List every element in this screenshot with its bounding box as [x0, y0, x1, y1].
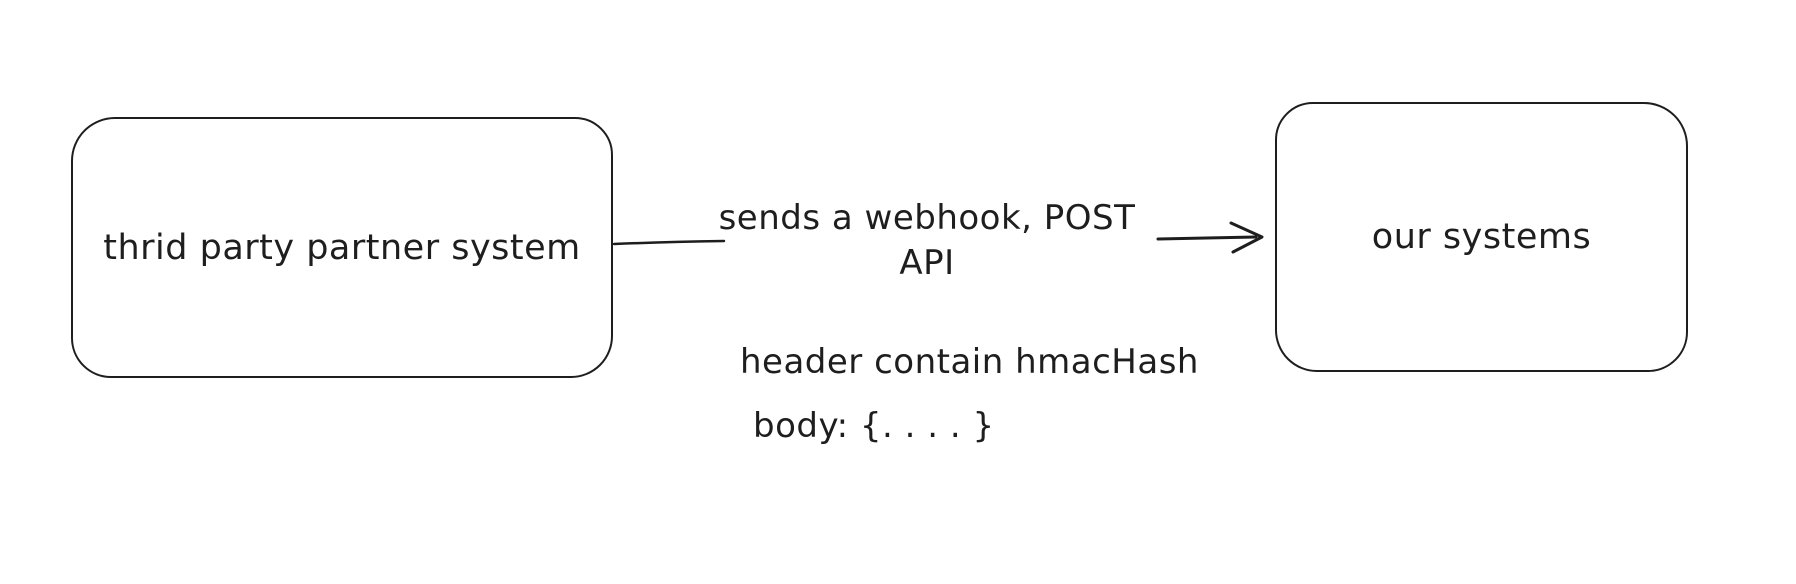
arrow-label: sends a webhook, POST API: [702, 196, 1152, 286]
arrow-label-line1: sends a webhook, POST: [718, 198, 1136, 238]
arrow-segment-end: [1156, 235, 1258, 241]
note-body-payload: body: {. . . . }: [753, 406, 995, 446]
node-our-systems: our systems: [1275, 102, 1688, 372]
note-header-hmachash: header contain hmacHash: [740, 342, 1199, 382]
node-third-party-system-label: thrid party partner system: [103, 227, 581, 268]
arrowhead-icon: [1229, 221, 1264, 254]
node-third-party-system: thrid party partner system: [71, 117, 613, 378]
arrow-label-line2: API: [899, 243, 955, 283]
node-our-systems-label: our systems: [1371, 217, 1592, 257]
